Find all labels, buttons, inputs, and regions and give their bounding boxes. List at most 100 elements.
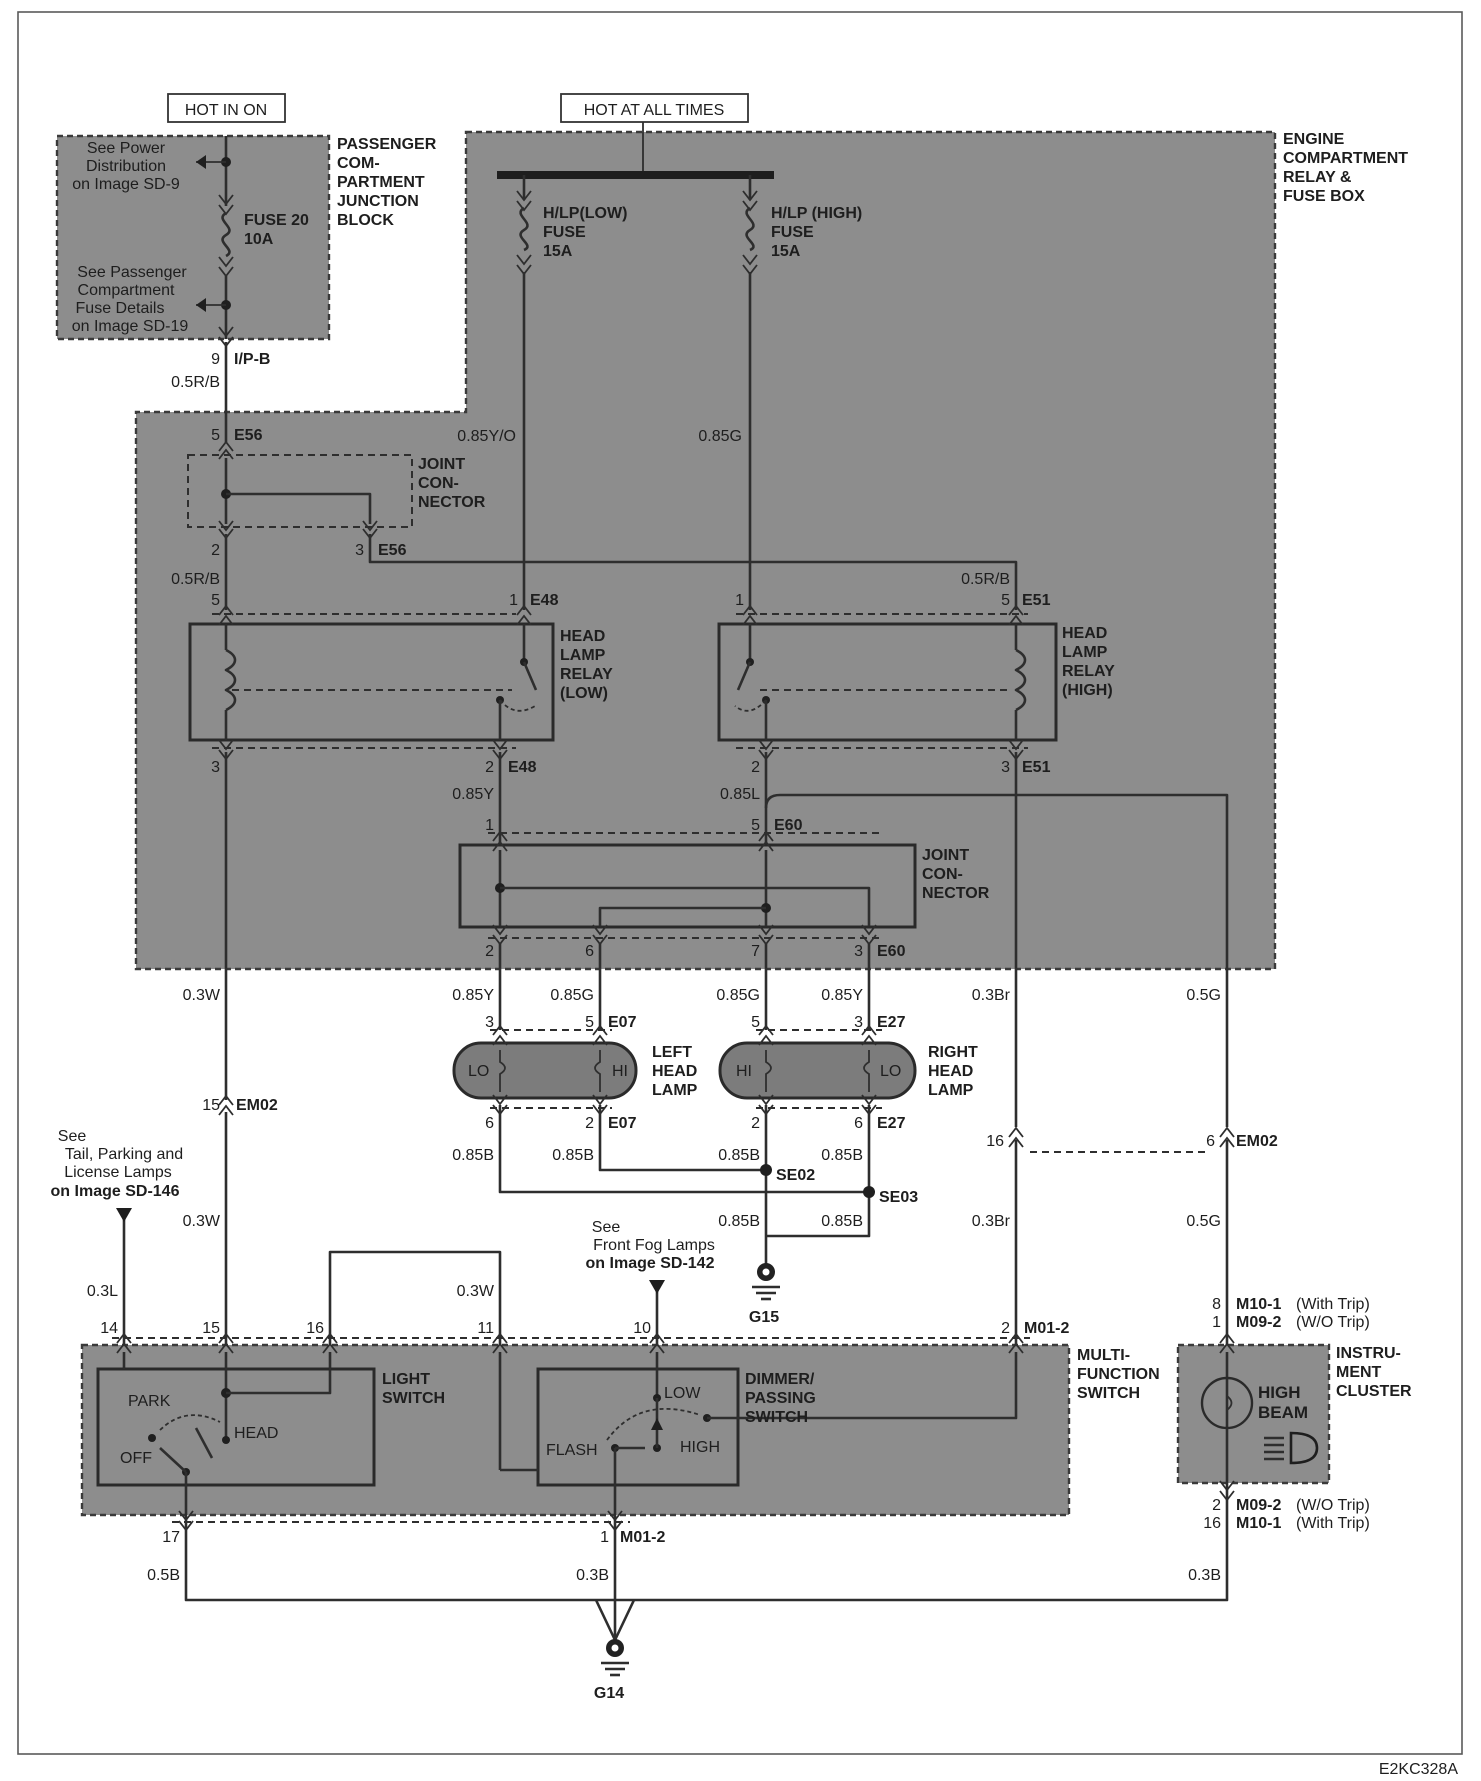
cluster-beam-1: HIGH — [1258, 1383, 1301, 1402]
ecb-title-3: RELAY & — [1283, 169, 1352, 186]
high-beam-icon — [1264, 1431, 1319, 1465]
pin-number: 5 — [585, 1014, 594, 1031]
wire-label: 0.85G — [716, 987, 760, 1004]
fog-ref-1: See — [592, 1219, 621, 1236]
tail-lamps-ref-arrow — [116, 1208, 132, 1222]
splice-se02 — [760, 1164, 772, 1176]
pjb-fuse-2: 10A — [244, 231, 274, 248]
connector-label: M10-1 — [1236, 1296, 1281, 1313]
em02-connectors — [218, 1095, 1235, 1148]
joint-connector-2 — [458, 831, 917, 945]
pin-number: 3 — [1001, 759, 1010, 776]
hlp-high-fuse-1: H/LP (HIGH) — [771, 205, 862, 222]
wire-label: 0.85Y — [452, 987, 494, 1004]
relay-low-label-2: LAMP — [560, 647, 606, 664]
connector-label: E60 — [774, 817, 803, 834]
pin-number: 7 — [751, 943, 760, 960]
connector-labels: I/P-B E56 E56 E48 E51 E48 E51 E60 E60 E0… — [234, 351, 1370, 1546]
passenger-junction-block — [55, 134, 331, 341]
right-lamp-lo: LO — [880, 1063, 901, 1080]
diagram-frame — [17, 11, 1463, 1755]
pin-number: 6 — [585, 943, 594, 960]
connector-label: E48 — [508, 759, 537, 776]
right-lamp-label-2: HEAD — [928, 1063, 973, 1080]
wire-label: 0.3B — [576, 1567, 609, 1584]
cluster-internals — [1200, 1333, 1254, 1501]
pin-number: 6 — [854, 1115, 863, 1132]
joint1-internals — [218, 441, 378, 539]
pin-number: 5 — [751, 1014, 760, 1031]
wire-label: 0.3Br — [972, 1213, 1011, 1230]
pin-number: 14 — [100, 1320, 118, 1337]
pin-number: 16 — [986, 1133, 1004, 1150]
joint-connector-1 — [187, 454, 413, 528]
dimmer-label-1: DIMMER/ — [745, 1371, 815, 1388]
cluster-title-1: INSTRU- — [1336, 1345, 1401, 1362]
connector-label: E56 — [234, 427, 263, 444]
pjb-ref2-1: See Passenger — [77, 264, 187, 281]
hlp-low-fuse — [516, 175, 532, 275]
fog-ref-3: on Image SD-142 — [586, 1255, 715, 1272]
right-lamp-label-3: LAMP — [928, 1082, 974, 1099]
ground-g14-label: G14 — [594, 1685, 624, 1702]
pin-number: 3 — [211, 759, 220, 776]
connector-note: (With Trip) — [1296, 1515, 1370, 1532]
pin-number: 2 — [485, 943, 494, 960]
wire-color-labels: 0.5R/B 0.85Y/O 0.85G 0.5R/B 0.5R/B 0.85Y… — [87, 374, 1221, 1584]
pin-number: 5 — [211, 427, 220, 444]
relay-low-label-3: RELAY — [560, 666, 613, 683]
relay-low-label-1: HEAD — [560, 628, 605, 645]
wire-label: 0.85B — [718, 1147, 760, 1164]
relay-high-label-2: LAMP — [1062, 644, 1108, 661]
pjb-ref2-2: Compartment — [78, 282, 175, 299]
pin-number: 1 — [735, 592, 744, 609]
left-lamp-label-2: HEAD — [652, 1063, 697, 1080]
light-switch-label-2: SWITCH — [382, 1390, 445, 1407]
hlp-low-fuse-3: 15A — [543, 243, 573, 260]
hlp-high-fuse — [742, 175, 758, 275]
wire-label: 0.85B — [552, 1147, 594, 1164]
pin-number: 2 — [485, 759, 494, 776]
wire-label: 0.85L — [720, 786, 760, 803]
pin-number: 8 — [1212, 1296, 1221, 1313]
tail-ref-3: License Lamps — [64, 1164, 172, 1181]
pin-number: 16 — [1203, 1515, 1221, 1532]
dimmer-high: HIGH — [680, 1439, 720, 1456]
hot-in-on-label: HOT IN ON — [185, 102, 267, 119]
light-switch-off: OFF — [120, 1450, 152, 1467]
connector-label: SE03 — [879, 1189, 918, 1206]
dimmer-low: LOW — [664, 1385, 701, 1402]
pin-number: 6 — [1206, 1133, 1215, 1150]
pjb-ref1-1: See Power — [87, 140, 166, 157]
pin-number: 2 — [585, 1115, 594, 1132]
mfs-internals — [96, 1333, 1030, 1531]
connector-label: E27 — [877, 1115, 906, 1132]
connector-label: E56 — [378, 542, 407, 559]
joint2-label-3: NECTOR — [922, 885, 990, 902]
wire-label: 0.85G — [550, 987, 594, 1004]
wire-label: 0.5R/B — [171, 374, 220, 391]
pin-number: 2 — [751, 759, 760, 776]
pin-number: 2 — [751, 1115, 760, 1132]
wire-label: 0.3L — [87, 1283, 118, 1300]
wire-label: 0.3W — [183, 1213, 221, 1230]
hot-in-on-box — [167, 93, 286, 123]
connector-label: E27 — [877, 1014, 906, 1031]
pin-number: 5 — [211, 592, 220, 609]
connector-label: M09-2 — [1236, 1314, 1281, 1331]
relay-high-label-1: HEAD — [1062, 625, 1107, 642]
right-head-lamp — [718, 1025, 917, 1115]
pin-number: 1 — [485, 817, 494, 834]
wire-label: 0.5G — [1186, 987, 1221, 1004]
wire-label: 0.3W — [183, 987, 221, 1004]
wire-label: 0.3W — [457, 1283, 495, 1300]
wire-label: 0.5R/B — [171, 571, 220, 588]
joint1-label-2: CON- — [418, 475, 459, 492]
cluster-title-3: CLUSTER — [1336, 1383, 1412, 1400]
connector-label: EM02 — [1236, 1133, 1278, 1150]
right-lamp-label-1: RIGHT — [928, 1044, 978, 1061]
relay-high-label-3: RELAY — [1062, 663, 1115, 680]
figure-code: E2KC328A — [1379, 1761, 1458, 1778]
pin-number: 1 — [600, 1529, 609, 1546]
